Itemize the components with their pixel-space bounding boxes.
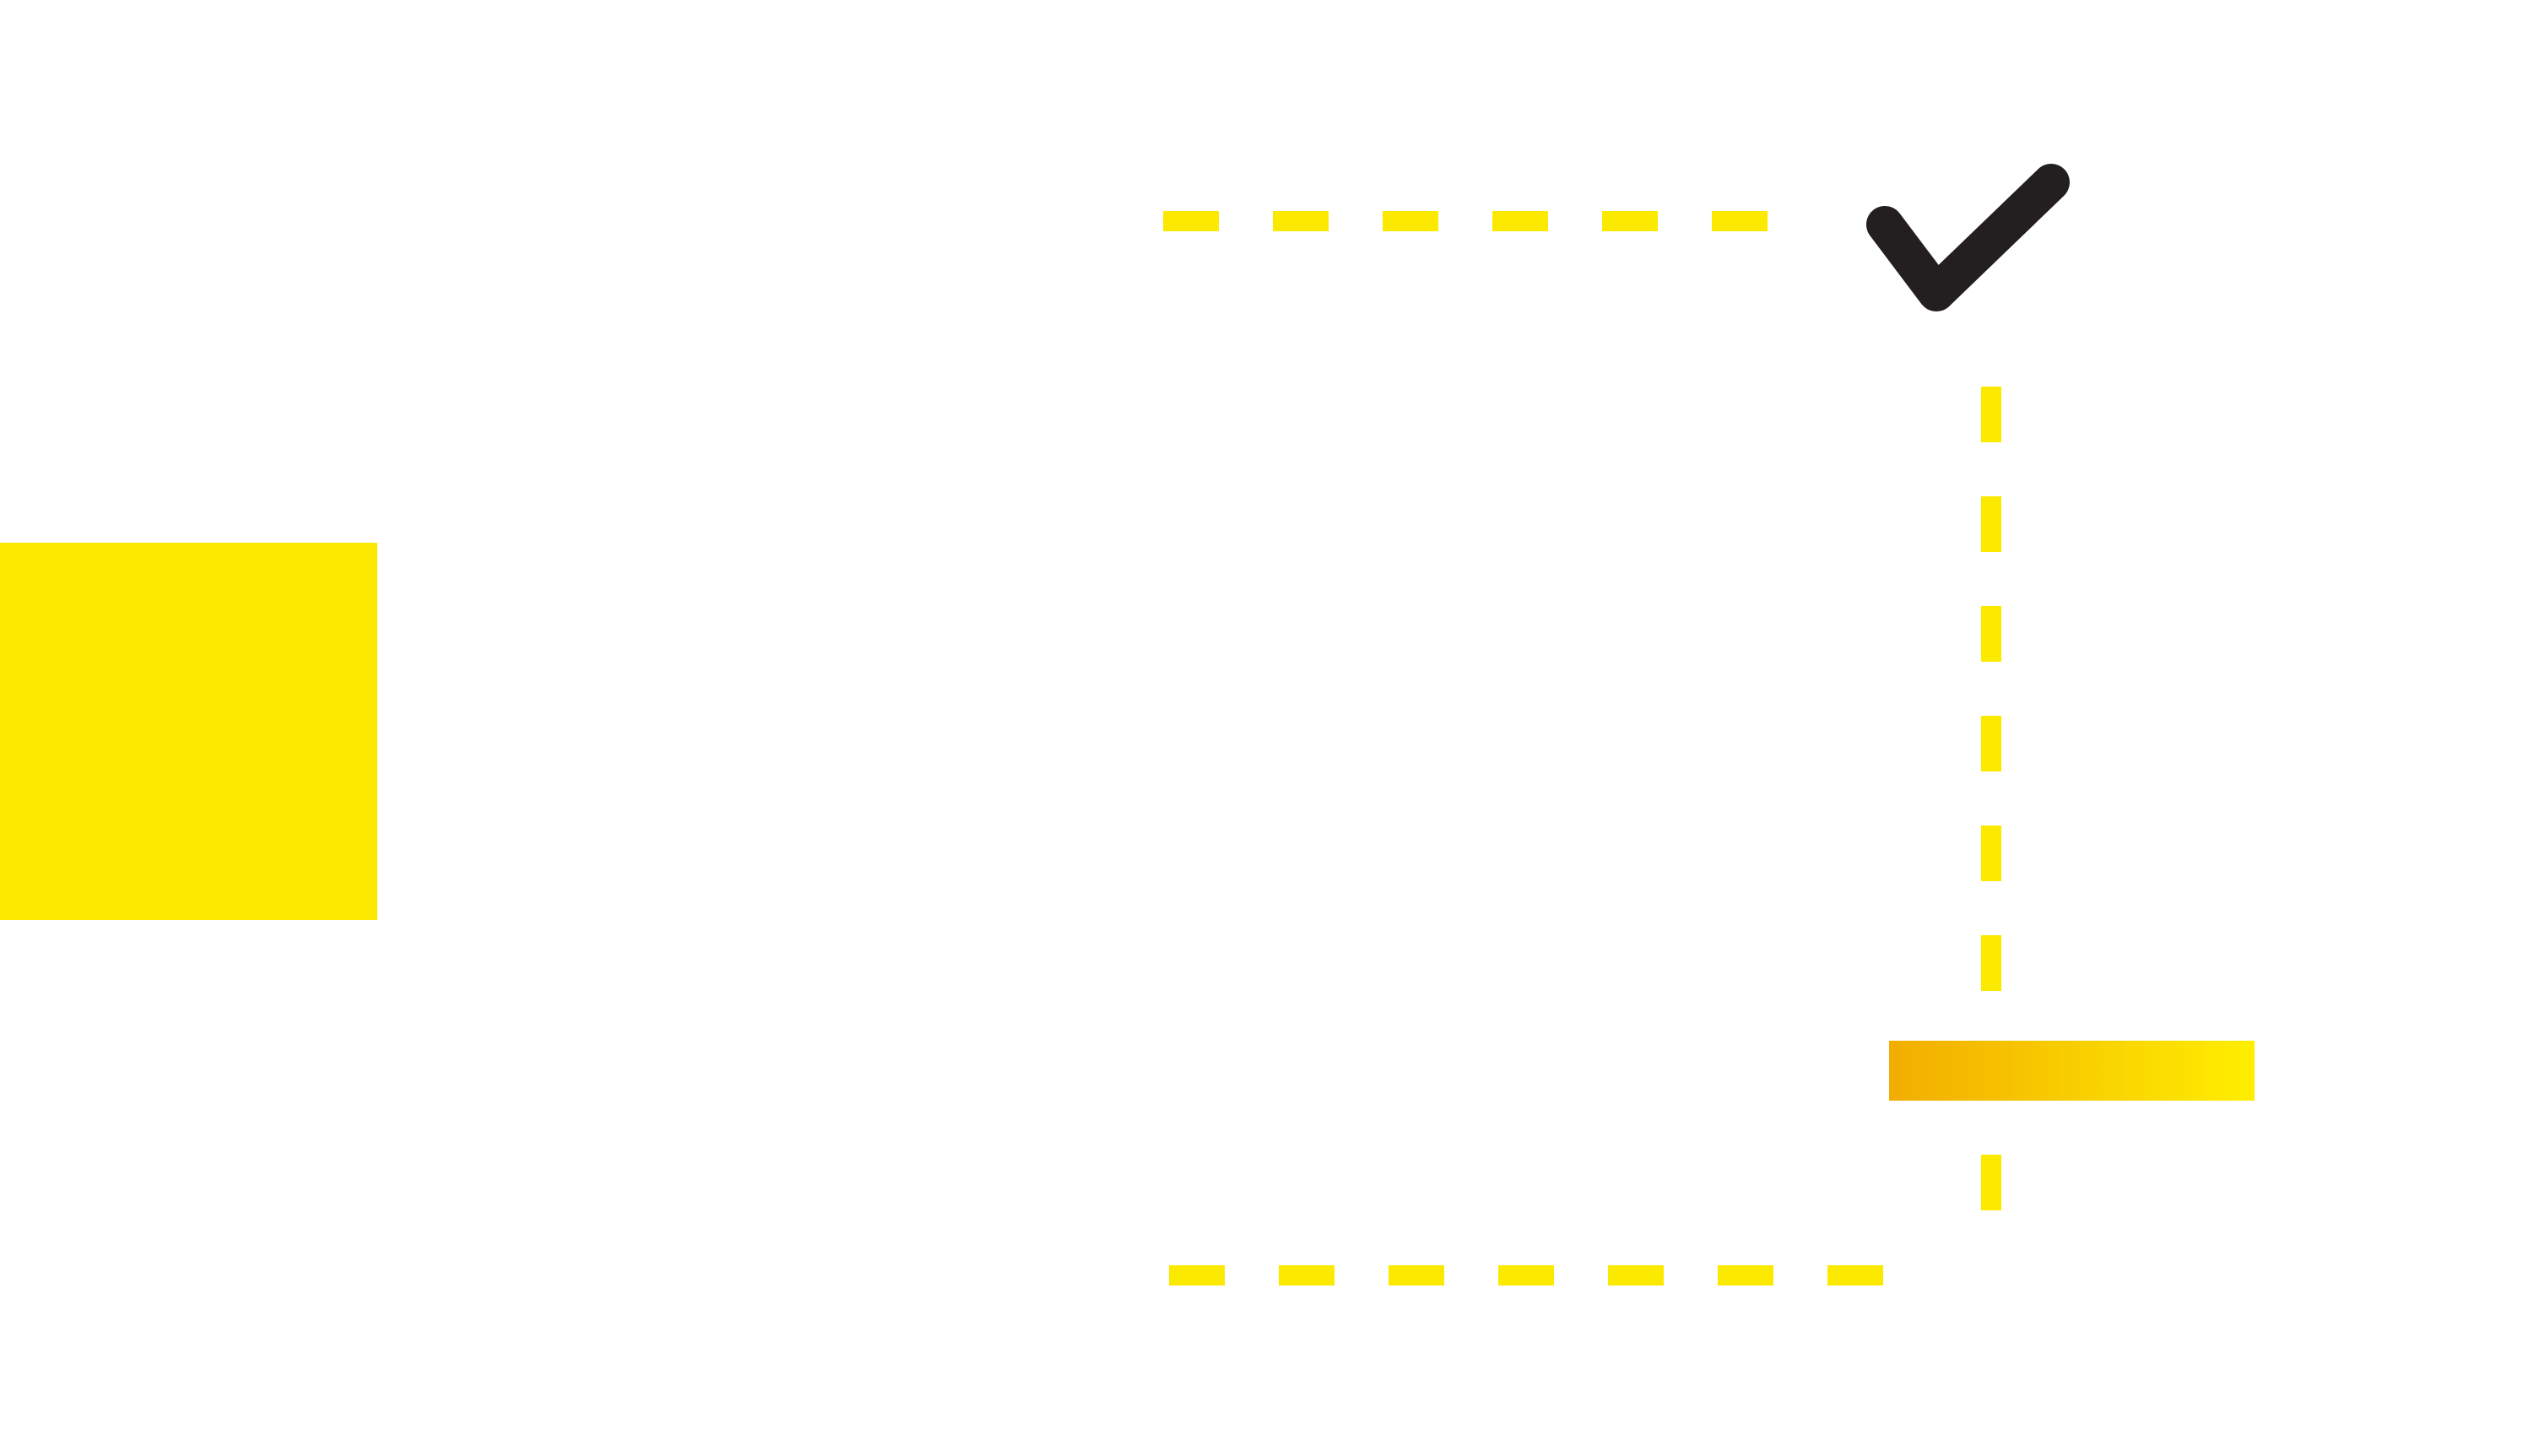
gradient-bar — [1889, 1041, 2255, 1101]
check-icon — [1866, 164, 2070, 311]
yellow-square — [0, 543, 377, 920]
